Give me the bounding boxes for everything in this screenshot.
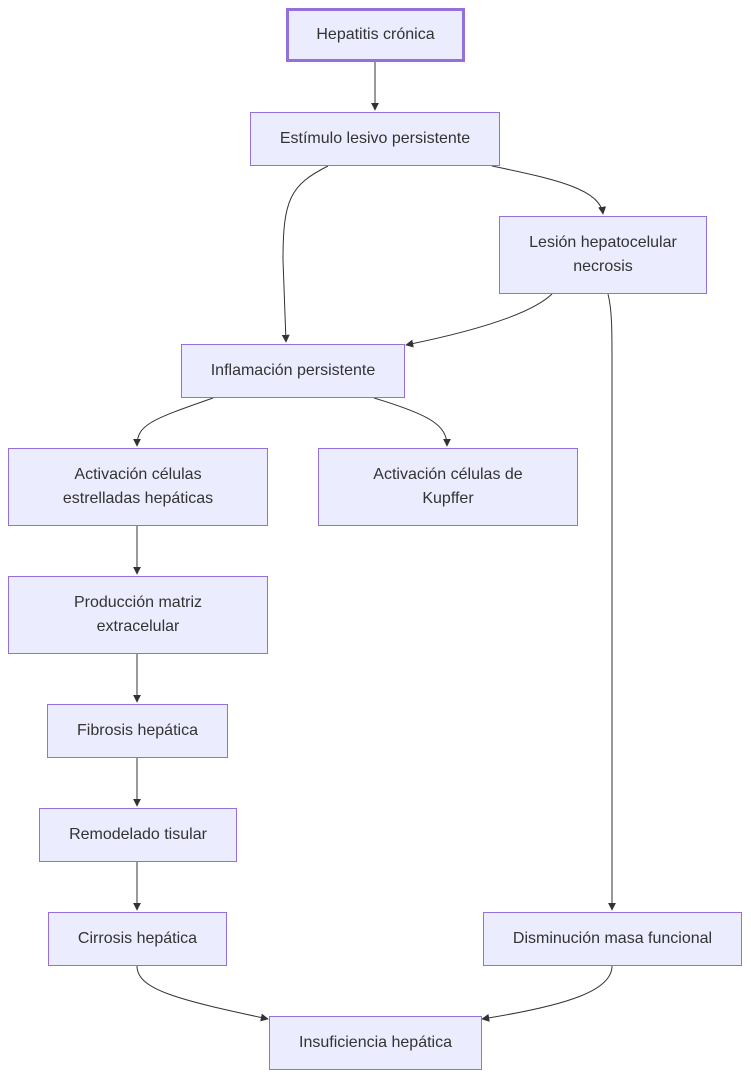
node-activacion-kupffer: Activación células de Kupffer xyxy=(318,448,578,526)
node-estimulo-lesivo: Estímulo lesivo persistente xyxy=(250,112,500,166)
edge-lesion-to-inflamacion xyxy=(405,293,553,348)
edge-cirrosis-to-insuficiencia xyxy=(136,965,269,1022)
edge-inflamacion-to-estrelladas xyxy=(133,397,214,447)
node-disminucion-masa: Disminución masa funcional xyxy=(483,912,742,966)
edge-lesion-to-disminucion xyxy=(607,293,616,911)
node-remodelado-tisular: Remodelado tisular xyxy=(39,808,237,862)
node-label: Producción matriz extracelular xyxy=(73,594,203,635)
node-label: Lesión hepatocelular necrosis xyxy=(529,234,677,275)
node-label: Activación células de Kupffer xyxy=(373,466,523,507)
node-produccion-matriz: Producción matriz extracelular xyxy=(8,576,268,654)
node-activacion-estrelladas: Activación células estrelladas hepáticas xyxy=(8,448,268,526)
node-label: Remodelado tisular xyxy=(69,826,207,843)
edge-estimulo-to-inflamacion xyxy=(281,165,329,343)
node-label: Hepatitis crónica xyxy=(316,26,435,43)
node-label: Fibrosis hepática xyxy=(77,722,198,739)
edge-inflamacion-to-kupffer xyxy=(373,397,451,447)
edge-disminucion-to-insuficiencia xyxy=(481,965,613,1022)
node-fibrosis-hepatica: Fibrosis hepática xyxy=(47,704,228,758)
node-label: Insuficiencia hepática xyxy=(299,1034,452,1051)
node-label: Inflamación persistente xyxy=(210,362,376,379)
node-label: Estímulo lesivo persistente xyxy=(279,130,471,147)
node-label: Activación células estrelladas hepáticas xyxy=(62,466,214,507)
node-label: Disminución masa funcional xyxy=(512,930,713,947)
node-inflamacion-persistente: Inflamación persistente xyxy=(181,344,405,398)
node-lesion-hepatocelular: Lesión hepatocelular necrosis xyxy=(499,216,707,294)
node-hepatitis-cronica: Hepatitis crónica xyxy=(286,8,465,62)
node-label: Cirrosis hepática xyxy=(77,930,198,947)
node-cirrosis-hepatica: Cirrosis hepática xyxy=(48,912,227,966)
edge-estimulo-to-lesion xyxy=(491,165,607,215)
node-insuficiencia-hepatica: Insuficiencia hepática xyxy=(269,1016,482,1070)
